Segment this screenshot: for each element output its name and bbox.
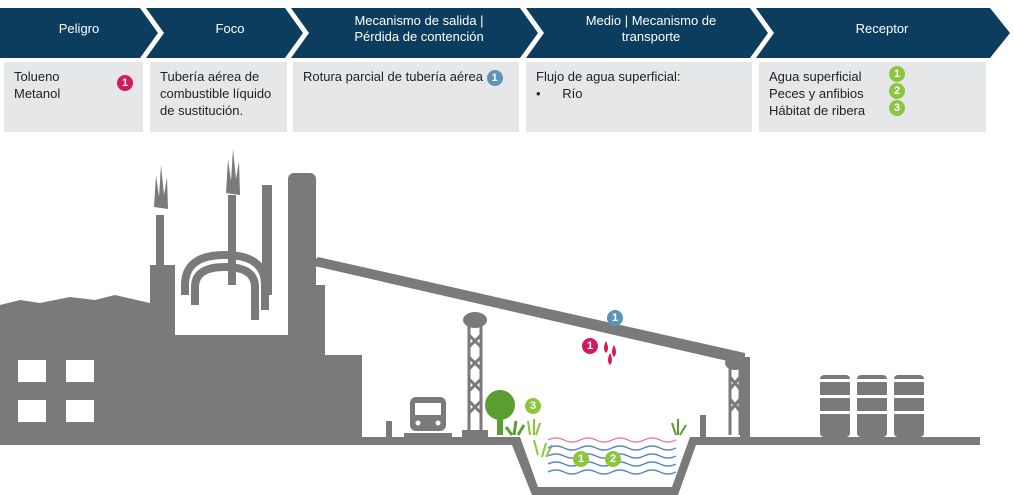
peligro-item: Metanol bbox=[14, 86, 61, 101]
receptor-badge: 3 bbox=[889, 100, 905, 116]
chevron-mecanismo bbox=[291, 8, 538, 58]
factory-window bbox=[18, 400, 46, 422]
receptor-item: Peces y anfibios bbox=[769, 86, 864, 101]
factory-window bbox=[66, 400, 94, 422]
chevron-medio bbox=[526, 8, 768, 58]
post bbox=[700, 415, 706, 437]
chimney-main bbox=[288, 173, 316, 343]
overhead-pipe bbox=[310, 257, 745, 365]
chimney bbox=[228, 195, 236, 285]
receptor-item: Hábitat de ribera bbox=[769, 103, 866, 118]
post bbox=[386, 421, 392, 437]
chevron-peligro bbox=[0, 8, 158, 58]
foco-line: combustible líquido bbox=[160, 86, 272, 101]
reed-icon bbox=[533, 439, 553, 458]
receptor-item: Agua superficial bbox=[769, 69, 862, 84]
mecanismo-text: Rotura parcial de tubería aérea bbox=[303, 69, 483, 84]
factory-building bbox=[0, 265, 362, 437]
chevron-receptor bbox=[756, 8, 1010, 58]
receptor-badge: 2 bbox=[889, 83, 905, 99]
factory-window bbox=[18, 360, 46, 382]
medio-river: Río bbox=[562, 86, 583, 101]
leak-droplets-icon bbox=[604, 341, 616, 365]
loop-pipe bbox=[181, 250, 269, 320]
reed-icon bbox=[527, 419, 541, 436]
box-peligro: Tolueno Metanol 1 bbox=[4, 62, 143, 132]
flame-icon bbox=[154, 165, 168, 209]
header-chevrons bbox=[0, 8, 1010, 58]
fish-marker: 2 bbox=[605, 451, 621, 467]
header-receptor: Receptor bbox=[855, 21, 909, 36]
factory-window bbox=[66, 360, 94, 382]
hazard-badge: 1 bbox=[117, 75, 133, 91]
tree-icon bbox=[485, 390, 515, 435]
plant-illustration bbox=[0, 149, 980, 495]
river-channel bbox=[512, 437, 740, 495]
chimney bbox=[156, 215, 164, 265]
chimney bbox=[262, 185, 272, 295]
surface-water-marker: 1 bbox=[573, 451, 589, 467]
plant-icon bbox=[504, 420, 526, 436]
bullet: • bbox=[536, 86, 541, 101]
train-icon bbox=[404, 397, 452, 437]
box-receptor: Agua superficial Peces y anfibios Hábita… bbox=[759, 62, 986, 132]
flame-icon bbox=[226, 149, 240, 195]
release-badge: 1 bbox=[486, 69, 503, 86]
pipe-descent bbox=[740, 357, 750, 437]
pipe-support-tower bbox=[462, 312, 488, 437]
ground-right bbox=[740, 437, 980, 445]
header-foco: Foco bbox=[215, 21, 245, 36]
medio-line: Flujo de agua superficial: bbox=[536, 69, 681, 84]
release-marker: 1 bbox=[607, 310, 623, 326]
ground-left bbox=[0, 437, 520, 445]
header-peligro: Peligro bbox=[58, 21, 100, 36]
box-foco: Tubería aérea de combustible líquido de … bbox=[150, 62, 287, 132]
hazard-marker: 1 bbox=[582, 338, 598, 354]
box-medio: Flujo de agua superficial: • Río bbox=[526, 62, 752, 132]
chevron-foco bbox=[146, 8, 303, 58]
habitat-marker: 3 bbox=[525, 398, 541, 414]
box-mecanismo: Rotura parcial de tubería aérea 1 bbox=[293, 62, 519, 132]
pipe-support-tower bbox=[725, 356, 745, 435]
storage-tanks bbox=[815, 375, 929, 437]
header-bar: Peligro Foco Mecanismo de salida |Pérdid… bbox=[0, 0, 1014, 58]
receptor-badge: 1 bbox=[889, 66, 905, 82]
medio-bullet-item: • Río bbox=[536, 85, 742, 102]
foco-line: de sustitución. bbox=[160, 103, 244, 118]
plant-icon bbox=[671, 419, 687, 436]
foco-line: Tubería aérea de bbox=[160, 69, 260, 84]
peligro-item: Tolueno bbox=[14, 69, 60, 84]
header-mecanismo: Mecanismo de salida |Pérdida de contenci… bbox=[354, 13, 484, 44]
